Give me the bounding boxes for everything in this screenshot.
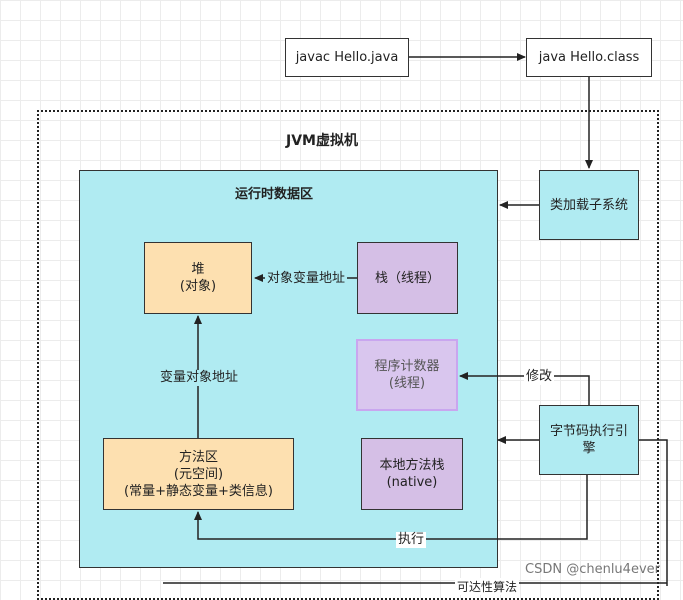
node-program-counter: 程序计数器 (线程) [356,339,458,411]
edge-engine-to-bottom [639,439,668,586]
node-stack: 栈（线程） [357,242,458,314]
label-execute: 执行 [396,532,427,548]
node-classloader: 类加载子系统 [539,170,639,240]
jvm-title: JVM虚拟机 [286,133,358,149]
edge-engine-to-pc [459,372,590,405]
label-bottom: 可达性算法 [455,578,520,595]
node-heap: 堆 (对象) [144,242,252,314]
label-stack-to-heap: 对象变量地址 [265,271,348,287]
watermark: CSDN @chenlu4ever [525,562,660,577]
node-native-stack: 本地方法栈 (native) [361,438,463,510]
runtime-data-area-title: 运行时数据区 [235,187,314,202]
label-method-to-heap: 变量对象地址 [158,370,241,386]
node-method-area: 方法区 (元空间) (常量+静态变量+类信息) [103,438,294,510]
node-javac: javac Hello.java [285,38,409,77]
node-java-class: java Hello.class [526,38,652,77]
label-modify: 修改 [524,369,555,385]
node-exec-engine: 字节码执行引 擎 [539,405,639,475]
edge-engine-to-method [194,475,588,540]
